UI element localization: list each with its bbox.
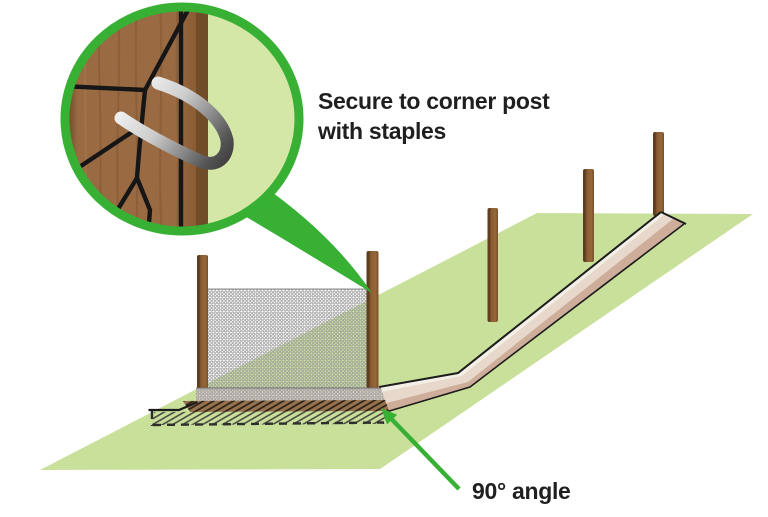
- soil-strip: [183, 400, 389, 412]
- angle-annotation: 90° angle: [472, 478, 571, 504]
- trench-end-line: [660, 211, 687, 225]
- fence-post: [653, 132, 664, 216]
- trench-floor: [382, 215, 673, 404]
- staple-annotation-line1: Secure to corner post: [318, 88, 550, 114]
- magnifier-pointer: [238, 185, 372, 293]
- trench-near-edge-line: [385, 223, 685, 413]
- mesh-apron: [152, 411, 389, 425]
- mesh-trench-band: [196, 387, 385, 401]
- trench-far-edge-line: [378, 211, 662, 388]
- fence-post: [487, 208, 498, 322]
- arrowhead: [381, 408, 398, 425]
- corner-post: [366, 251, 379, 392]
- wire-mesh-panel: [206, 288, 368, 388]
- staple-annotation-line2: with staples: [318, 118, 447, 144]
- lens-ring: [60, 2, 304, 236]
- staple-annotation: Secure to corner post with staples: [318, 86, 550, 146]
- trench-near-wall: [383, 219, 684, 412]
- staple-icon: [114, 76, 234, 170]
- fence-post-left: [197, 255, 208, 392]
- lens-wood-post-edge: [196, 7, 208, 231]
- angle-callout-arrow: [381, 408, 461, 491]
- ground-edge-line: [148, 400, 198, 412]
- apron-dashed-outline: [150, 411, 385, 427]
- magnifier-lens: [60, 2, 304, 236]
- fence-post: [583, 169, 594, 262]
- trench: [378, 211, 687, 413]
- background-posts: [487, 132, 664, 322]
